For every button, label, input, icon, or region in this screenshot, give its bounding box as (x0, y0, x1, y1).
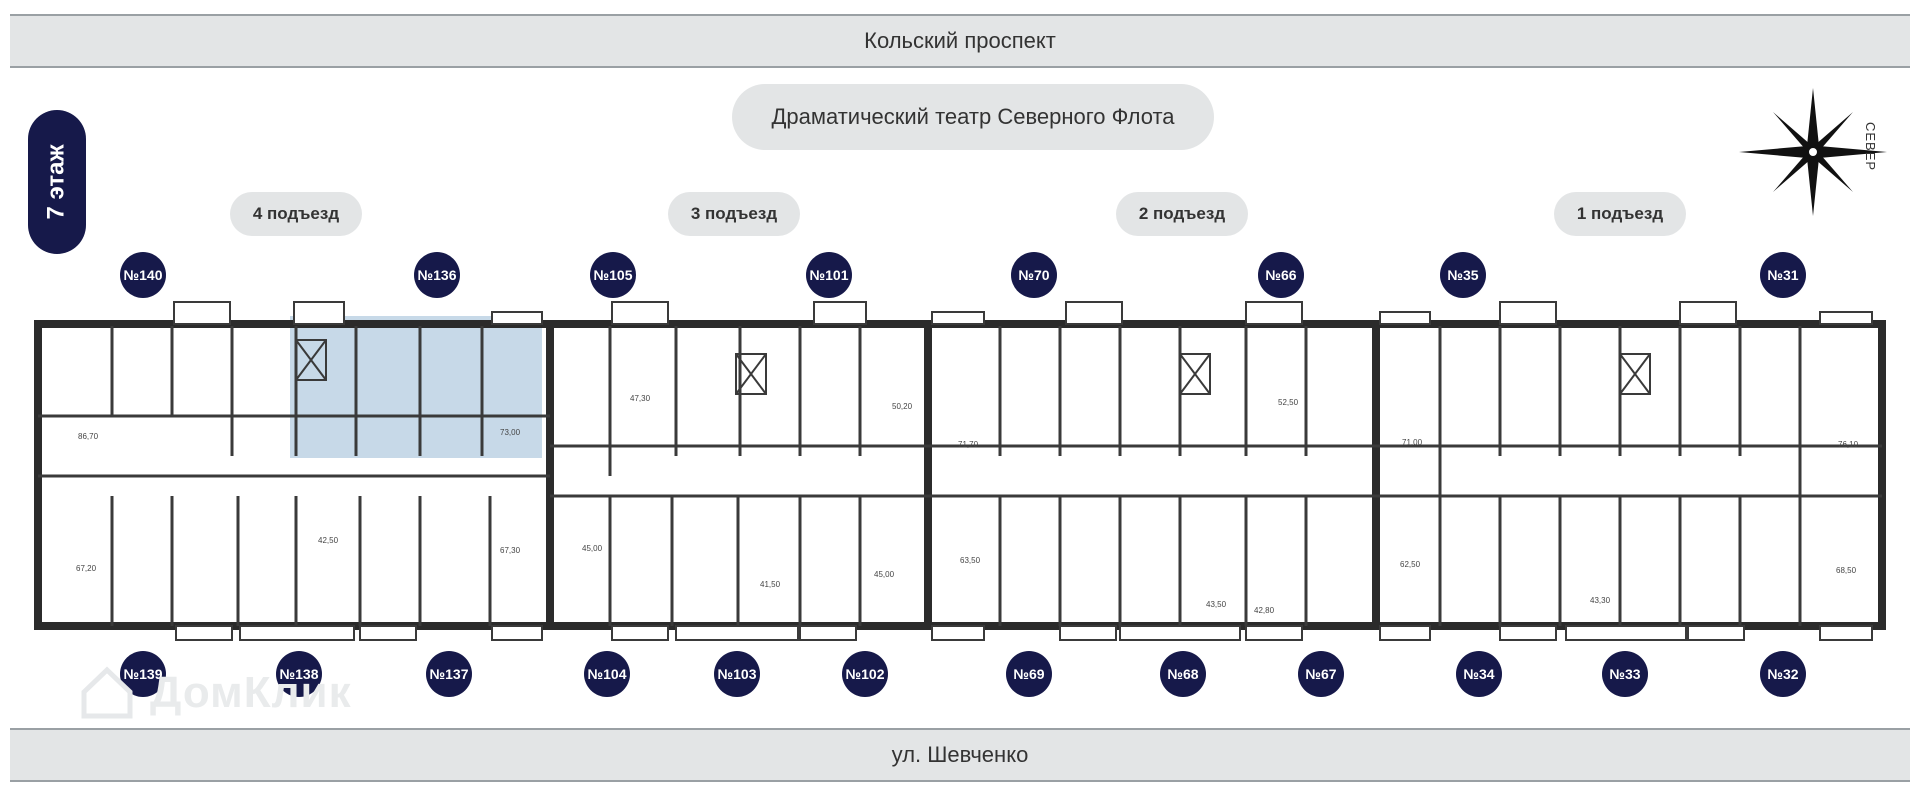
apartment-marker[interactable]: №68 (1160, 651, 1206, 697)
apartment-marker[interactable]: №67 (1298, 651, 1344, 697)
apartment-marker[interactable]: №102 (842, 651, 888, 697)
apartment-marker[interactable]: №32 (1760, 651, 1806, 697)
compass-north-label: СЕВЕР (1863, 122, 1878, 172)
street-top: Кольский проспект (10, 14, 1910, 68)
apartment-area: 45,00 (582, 544, 603, 553)
landmark-pill: Драматический театр Северного Флота (732, 84, 1214, 150)
floor-badge: 7 этаж (28, 110, 86, 254)
apartment-marker[interactable]: №101 (806, 252, 852, 298)
apartment-area: 52,50 (1278, 398, 1299, 407)
floor-label: 7 этаж (43, 144, 71, 220)
apartment-area: 62,50 (1400, 560, 1421, 569)
entrance-3-label: 3 подъезд (668, 192, 800, 236)
apartment-area: 43,30 (1590, 596, 1611, 605)
apartment-marker[interactable]: №33 (1602, 651, 1648, 697)
apartment-area: 73,00 (500, 428, 521, 437)
apartment-area: 86,70 (78, 432, 99, 441)
street-top-label: Кольский проспект (864, 28, 1056, 53)
apartment-area: 71,00 (1402, 438, 1423, 447)
apartment-area: 71,70 (958, 440, 979, 449)
apartment-area: 42,80 (1254, 606, 1275, 615)
apartment-marker[interactable]: №31 (1760, 252, 1806, 298)
street-bottom-label: ул. Шевченко (891, 742, 1029, 767)
floor-plan (34, 301, 1886, 641)
apartment-area: 50,20 (892, 402, 913, 411)
apartment-marker[interactable]: №140 (120, 252, 166, 298)
apartment-marker[interactable]: №138 (276, 651, 322, 697)
apartment-marker[interactable]: №35 (1440, 252, 1486, 298)
entrance-1-label: 1 подъезд (1554, 192, 1686, 236)
apartment-area: 63,50 (960, 556, 981, 565)
highlighted-apartment (290, 316, 542, 458)
apartment-marker[interactable]: №70 (1011, 252, 1057, 298)
apartment-marker[interactable]: №136 (414, 252, 460, 298)
apartment-marker[interactable]: №105 (590, 252, 636, 298)
apartment-marker[interactable]: №69 (1006, 651, 1052, 697)
street-bottom: ул. Шевченко (10, 728, 1910, 782)
apartment-area: 68,50 (1836, 566, 1857, 575)
apartment-marker[interactable]: №66 (1258, 252, 1304, 298)
watermark-house-icon (81, 666, 133, 719)
apartment-area: 43,50 (1206, 600, 1227, 609)
apartment-marker[interactable]: №34 (1456, 651, 1502, 697)
apartment-marker[interactable]: №103 (714, 651, 760, 697)
apartment-area: 67,30 (500, 546, 521, 555)
apartment-area: 41,50 (760, 580, 781, 589)
apartment-area: 47,30 (630, 394, 651, 403)
apartment-area: 76,10 (1838, 440, 1859, 449)
landmark-label: Драматический театр Северного Флота (771, 104, 1175, 129)
compass-rose-icon (1739, 88, 1887, 216)
entrance-2-label: 2 подъезд (1116, 192, 1248, 236)
apartment-area: 42,50 (318, 536, 339, 545)
apartment-area: 67,20 (76, 564, 97, 573)
apartment-area: 45,00 (874, 570, 895, 579)
watermark-text: ДомКлик (150, 668, 352, 717)
apartment-marker[interactable]: №137 (426, 651, 472, 697)
apartment-marker[interactable]: №104 (584, 651, 630, 697)
entrance-4-label: 4 подъезд (230, 192, 362, 236)
